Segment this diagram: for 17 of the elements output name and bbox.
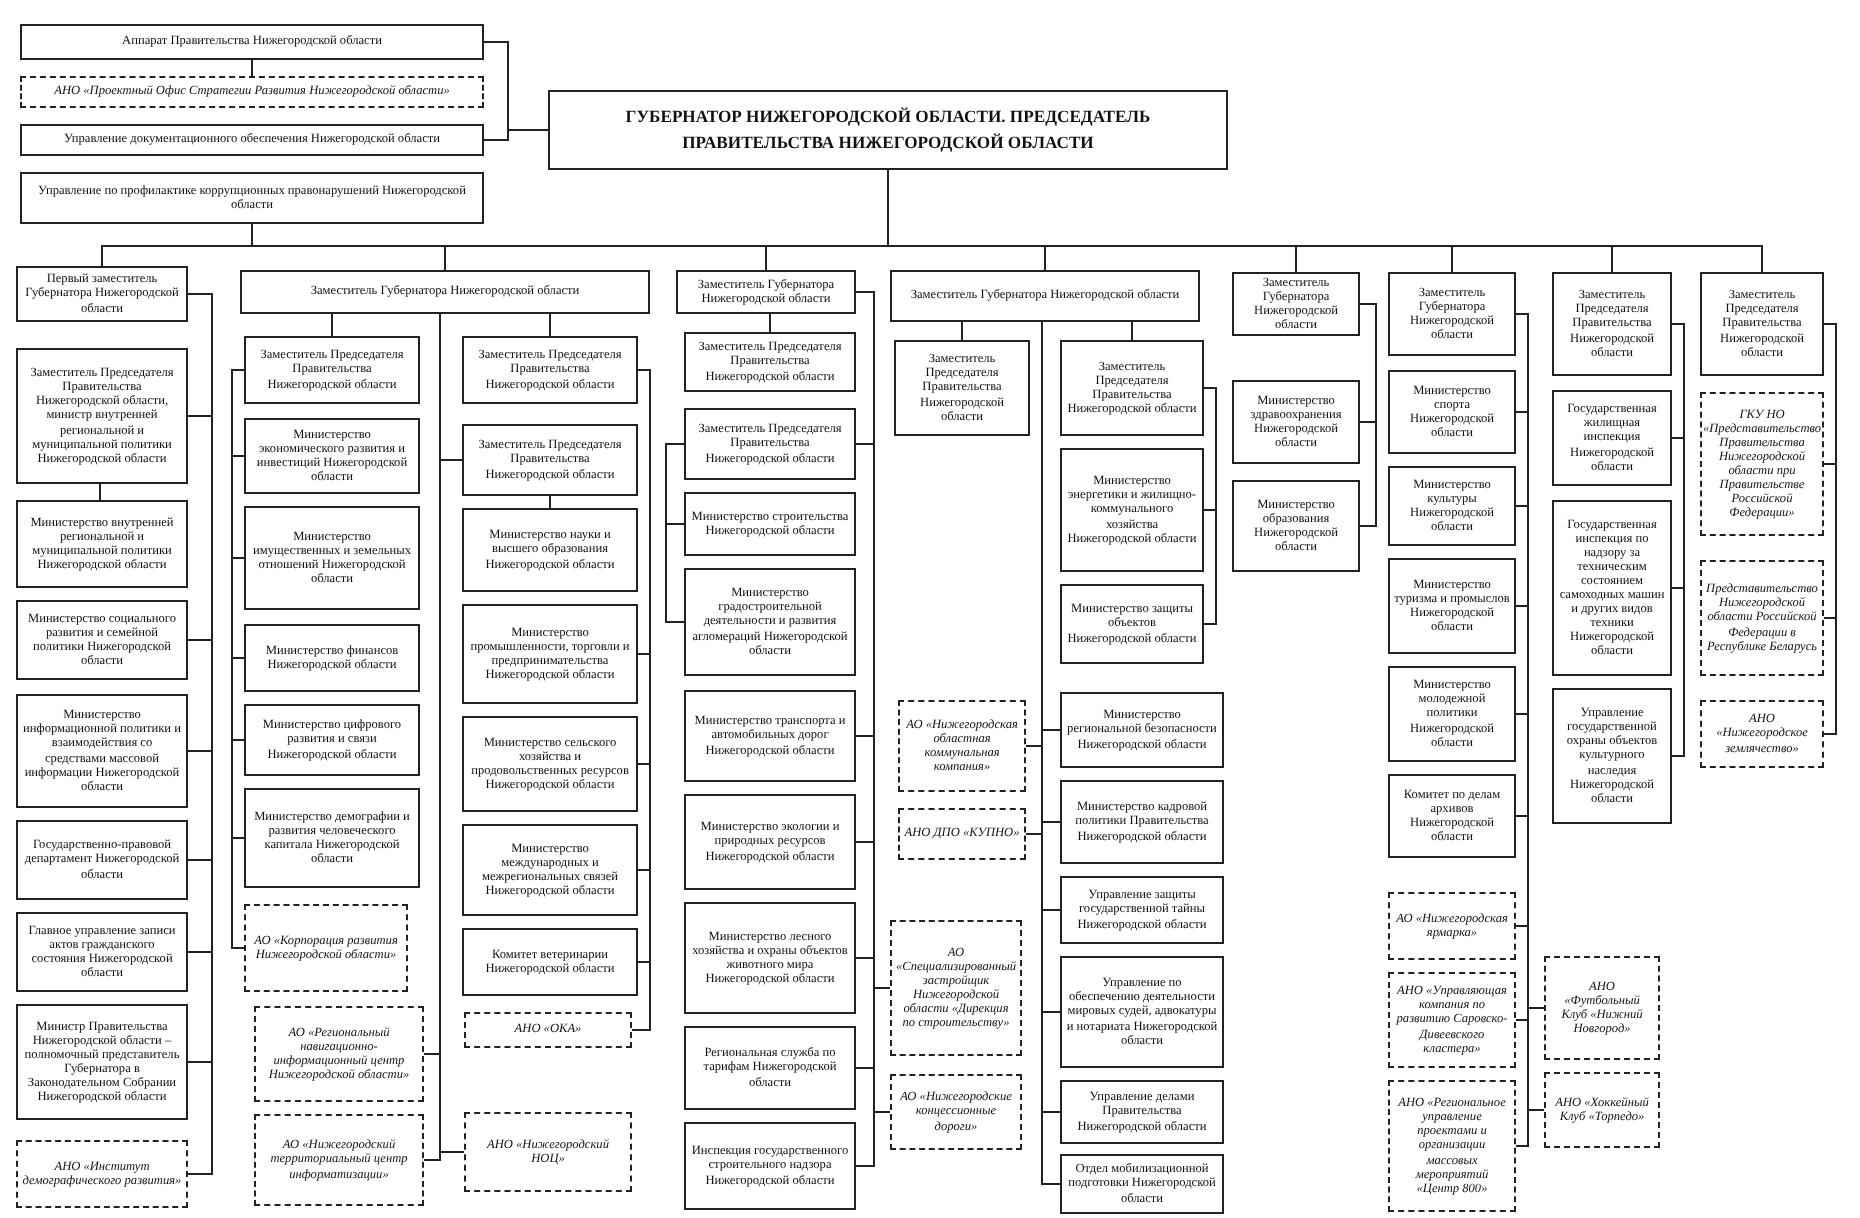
connector-line <box>549 313 551 337</box>
connector-line <box>1671 323 1685 757</box>
connector-line <box>1359 303 1377 527</box>
connector-line <box>331 313 333 337</box>
connector-line <box>251 59 253 77</box>
connector-line <box>665 443 685 623</box>
connector-line <box>961 321 963 341</box>
connector-line <box>1131 321 1133 341</box>
connector-line <box>1823 323 1837 735</box>
connector-line <box>483 129 549 141</box>
connector-line <box>769 313 771 333</box>
connector-line <box>1203 387 1217 625</box>
connector-line <box>549 495 551 509</box>
connector-line <box>231 369 245 949</box>
governor-box: ГУБЕРНАТОР НИЖЕГОРОДСКОЙ ОБЛАСТИ. ПРЕДСЕДАТЕЛЬ ПРАВИТЕЛЬСТВА НИЖЕГОРОДСКОЙ ОБЛАСТИ <box>548 90 1228 170</box>
connector-line <box>631 369 651 1031</box>
connector-line <box>99 483 101 501</box>
